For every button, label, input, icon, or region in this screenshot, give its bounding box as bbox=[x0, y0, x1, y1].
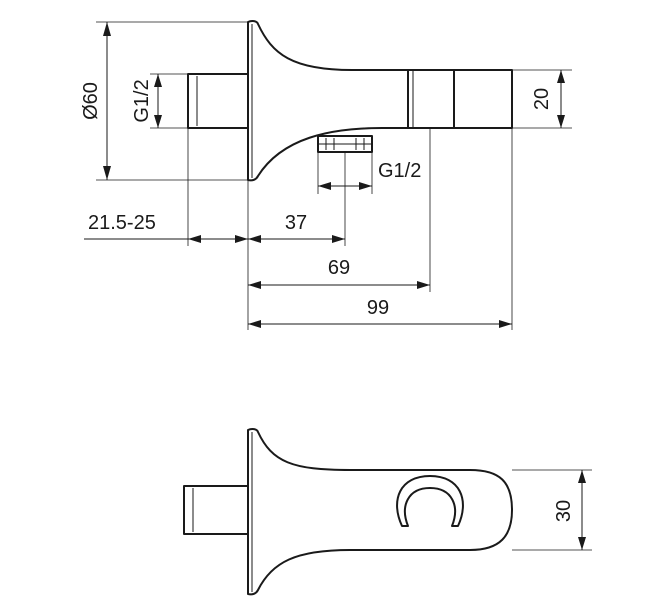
dim-20-label: 20 bbox=[531, 88, 553, 110]
dim-range-label: 21.5-25 bbox=[88, 212, 156, 234]
dim-30-label: 30 bbox=[553, 500, 575, 522]
dim-69-label: 69 bbox=[328, 257, 350, 279]
flange-body-outline bbox=[247, 19, 513, 182]
dim-99-label: 99 bbox=[367, 297, 389, 319]
dim-outlet-label: G1/2 bbox=[378, 160, 421, 182]
dimensions-top: Ø60 G1/2 20 G1/2 21.5-25 bbox=[80, 21, 572, 330]
dim-inlet-label: G1/2 bbox=[131, 79, 153, 122]
holder-hook-outer bbox=[396, 475, 464, 527]
plan-body-outline bbox=[247, 427, 513, 596]
dim-37-label: 37 bbox=[285, 212, 307, 234]
plan-stub-outline bbox=[183, 485, 249, 535]
bottom-view bbox=[183, 427, 513, 596]
top-view bbox=[187, 19, 513, 182]
dim-dia60-label: Ø60 bbox=[80, 82, 102, 120]
inlet-stub-outline bbox=[187, 73, 249, 129]
dimensions-bottom: 30 bbox=[512, 469, 592, 551]
